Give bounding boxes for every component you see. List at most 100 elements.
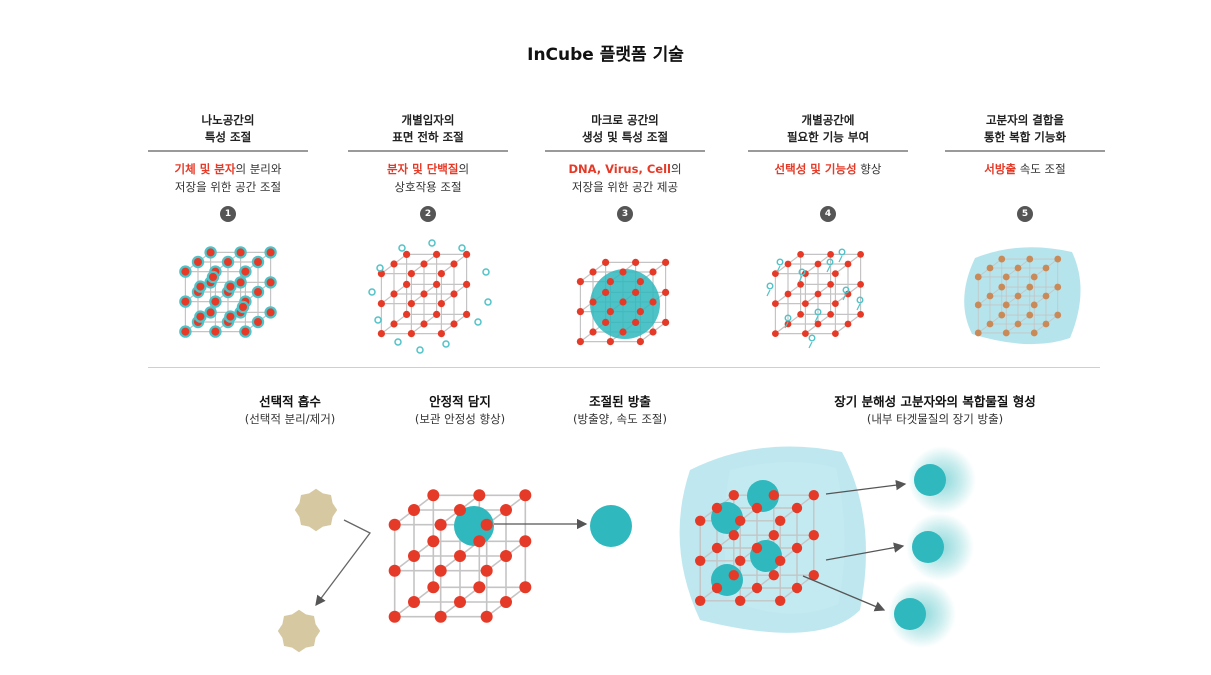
step-number-badge: 5 — [1017, 206, 1033, 222]
functional-group-link — [798, 275, 803, 283]
step-number-badge: 2 — [420, 206, 436, 222]
functional-group — [838, 248, 846, 256]
lattice-node — [775, 555, 786, 566]
lattice-node — [211, 297, 220, 306]
lattice-node — [1026, 255, 1034, 263]
lattice-node — [1030, 273, 1038, 281]
lattice-node — [437, 330, 445, 338]
lattice-node — [473, 489, 486, 502]
lattice-node — [632, 318, 640, 326]
lattice-cube — [179, 246, 277, 338]
lattice-node — [775, 515, 786, 526]
functional-group-link — [856, 303, 861, 311]
charge-particle — [394, 338, 402, 346]
feature-description: 서방출 속도 조절 — [984, 162, 1066, 176]
label-polymer-composite: 장기 분해성 고분자와의 복합물질 형성(내부 타겟물질의 장기 방출) — [834, 394, 1036, 426]
label-stable-loading: 안정적 담지(보관 안정성 향상) — [414, 394, 506, 426]
lattice-node — [226, 312, 235, 321]
released-molecule — [912, 531, 944, 563]
lattice-node — [254, 288, 262, 296]
lattice-node — [814, 320, 822, 328]
lattice-node — [239, 303, 247, 311]
lattice-node — [1014, 264, 1022, 272]
charge-particle — [416, 346, 424, 354]
lattice-node — [236, 248, 245, 257]
released-molecule — [590, 505, 632, 547]
lattice-node — [791, 542, 803, 554]
lattice-node — [619, 268, 627, 276]
lattice-node — [857, 281, 864, 288]
lattice-node — [408, 550, 420, 562]
sustained-release-arrow — [825, 479, 907, 495]
lattice-node — [480, 518, 493, 531]
lattice-node — [181, 327, 190, 336]
lattice-node — [662, 288, 670, 296]
lattice-node — [602, 318, 610, 326]
lattice-node — [768, 490, 779, 501]
lattice-node — [808, 490, 819, 501]
lattice-node — [602, 288, 610, 296]
lattice-node — [649, 328, 657, 336]
lattice-node — [589, 298, 597, 306]
lattice-node — [420, 320, 428, 328]
lattice-node — [519, 535, 532, 548]
lattice-node — [500, 550, 512, 562]
heading-rule — [348, 150, 508, 152]
lattice-node — [420, 290, 428, 298]
lattice-node — [632, 258, 640, 266]
lattice-node — [695, 555, 706, 566]
lattice-node — [857, 311, 864, 318]
lattice-node — [390, 290, 398, 298]
lattice-node — [662, 258, 670, 266]
lattice-node — [408, 504, 420, 516]
lattice-node — [844, 260, 852, 268]
lattice-node — [1042, 292, 1050, 300]
lattice-node — [266, 248, 275, 257]
lattice-cube — [766, 248, 864, 349]
lattice-node — [606, 338, 615, 346]
lattice-node — [974, 301, 982, 309]
label-selective-absorption: 선택적 흡수(선택적 분리/제거) — [244, 394, 336, 426]
lattice-node — [602, 258, 610, 266]
functional-group-link — [814, 315, 819, 323]
lattice-node — [427, 535, 440, 548]
lattice-node — [844, 320, 852, 328]
functional-group-link — [842, 293, 847, 301]
charge-particle — [368, 288, 376, 296]
lattice-node — [1002, 273, 1010, 281]
lattice-cube — [368, 239, 492, 354]
lattice-node — [390, 260, 398, 268]
lattice-node — [808, 530, 819, 541]
lattice-node — [266, 308, 275, 317]
sustained-release-arrow — [825, 542, 905, 561]
lattice-node — [463, 310, 471, 318]
lattice-node — [427, 489, 440, 502]
functional-group — [798, 268, 806, 276]
lattice-node — [768, 530, 779, 541]
functional-group — [814, 308, 822, 316]
lattice-node — [802, 270, 809, 277]
step-number-badge: 4 — [820, 206, 836, 222]
heading-rule — [748, 150, 908, 152]
lattice-node — [1042, 264, 1050, 272]
lattice-node — [390, 320, 398, 328]
lattice-node — [434, 610, 447, 623]
lattice-node — [450, 320, 458, 328]
charge-particle — [484, 298, 492, 306]
charge-particle — [482, 268, 490, 276]
lattice-node — [998, 283, 1006, 291]
lattice-node — [434, 518, 447, 531]
lattice-node — [206, 248, 215, 257]
lattice-node — [450, 290, 458, 298]
lattice-node — [473, 535, 486, 548]
lattice-node — [814, 260, 822, 268]
lattice-node — [636, 278, 645, 286]
lattice-node — [711, 542, 723, 554]
heading-rule — [945, 150, 1105, 152]
lattice-node — [1014, 292, 1022, 300]
